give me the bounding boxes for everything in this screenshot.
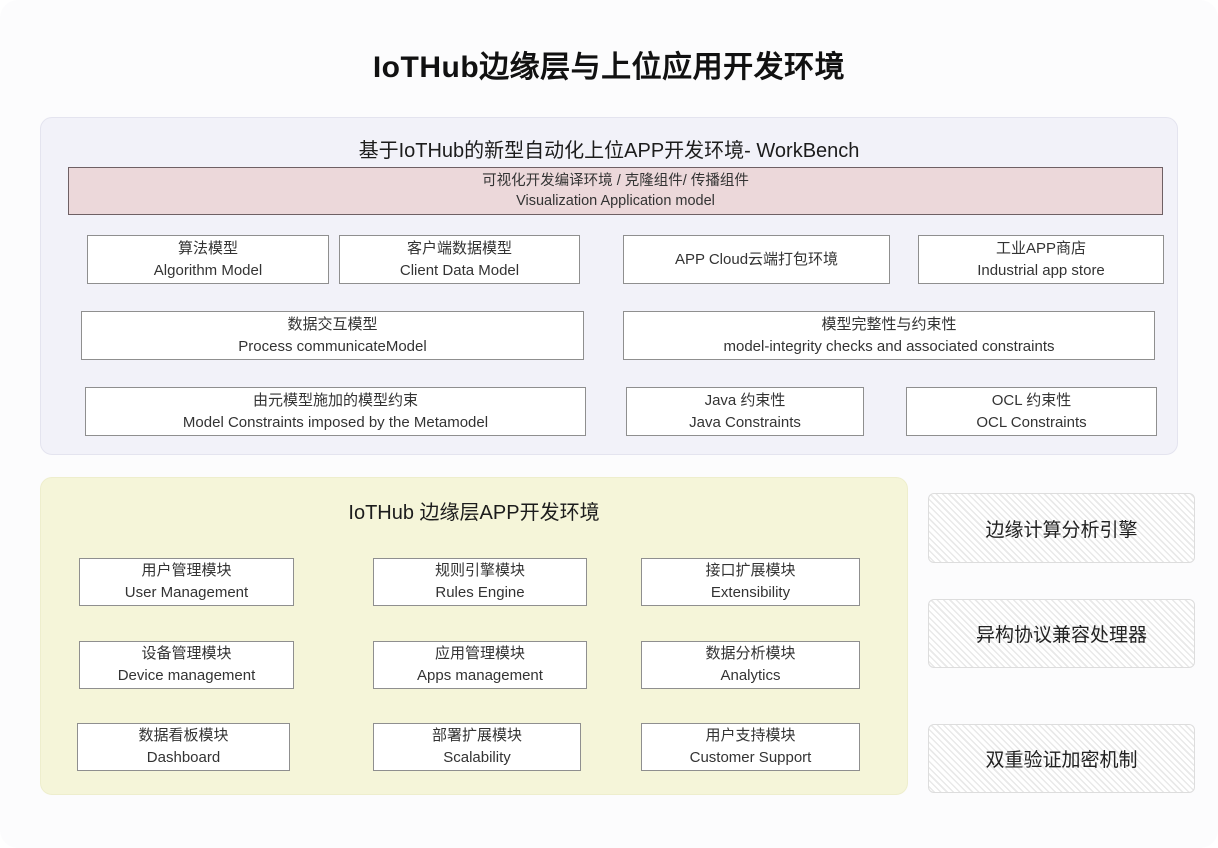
box-algorithm-model: 算法模型 Algorithm Model <box>87 235 329 284</box>
module-scalability: 部署扩展模块 Scalability <box>373 723 581 771</box>
module-rules-engine: 规则引擎模块 Rules Engine <box>373 558 587 606</box>
side-box-dual-auth-encryption: 双重验证加密机制 <box>928 724 1195 793</box>
box-label-cn: Java 约束性 <box>704 391 786 409</box>
module-extensibility: 接口扩展模块 Extensibility <box>641 558 860 606</box>
box-label-en: Algorithm Model <box>153 261 263 279</box>
box-label-cn: 算法模型 <box>177 239 238 257</box>
module-label-en: Analytics <box>720 667 781 684</box>
box-label-cn: 数据交互模型 <box>287 315 378 333</box>
banner-line-en: Visualization Application model <box>516 193 715 209</box>
module-label-cn: 用户支持模块 <box>705 727 796 744</box>
box-label-en: model-integrity checks and associated co… <box>723 337 1055 355</box>
box-label-cn: APP Cloud云端打包环境 <box>674 250 839 268</box>
box-label-en: Java Constraints <box>689 413 801 431</box>
box-label-cn: OCL 约束性 <box>991 391 1072 409</box>
module-label-cn: 数据分析模块 <box>705 645 796 662</box>
side-box-label: 边缘计算分析引擎 <box>985 519 1138 541</box>
module-label-cn: 接口扩展模块 <box>705 562 796 579</box>
box-client-data-model: 客户端数据模型 Client Data Model <box>339 235 580 284</box>
box-label-cn: 模型完整性与约束性 <box>821 315 957 333</box>
module-label-en: User Management <box>124 584 249 601</box>
module-label-cn: 规则引擎模块 <box>434 562 525 579</box>
box-metamodel-constraints: 由元模型施加的模型约束 Model Constraints imposed by… <box>85 387 586 436</box>
module-label-cn: 数据看板模块 <box>138 727 229 744</box>
module-label-en: Extensibility <box>710 584 791 601</box>
box-label-en: Industrial app store <box>977 261 1105 279</box>
box-label-en: OCL Constraints <box>976 413 1087 431</box>
module-analytics: 数据分析模块 Analytics <box>641 641 860 689</box>
box-java-constraints: Java 约束性 Java Constraints <box>626 387 864 436</box>
module-label-cn: 用户管理模块 <box>141 562 232 579</box>
module-label-cn: 应用管理模块 <box>434 645 525 662</box>
box-label-en: Client Data Model <box>399 261 520 279</box>
module-label-en: Rules Engine <box>435 584 525 601</box>
workbench-container: 基于IoTHub的新型自动化上位APP开发环境- WorkBench 可视化开发… <box>40 117 1178 455</box>
module-label-en: Customer Support <box>689 749 812 766</box>
page-title: IoTHub边缘层与上位应用开发环境 <box>372 51 846 84</box>
box-model-integrity-checks: 模型完整性与约束性 model-integrity checks and ass… <box>623 311 1155 360</box>
module-label-en: Device management <box>117 667 256 684</box>
box-label-cn: 客户端数据模型 <box>406 239 512 257</box>
box-label-en: Model Constraints imposed by the Metamod… <box>182 413 489 431</box>
module-dashboard: 数据看板模块 Dashboard <box>77 723 290 771</box>
side-box-label: 异构协议兼容处理器 <box>975 625 1147 646</box>
module-label-en: Apps management <box>417 667 543 684</box>
box-process-communicate-model: 数据交互模型 Process communicateModel <box>81 311 584 360</box>
banner-line-cn: 可视化开发编译环境 / 克隆组件/ 传播组件 <box>482 173 749 189</box>
module-user-management: 用户管理模块 User Management <box>79 558 294 606</box>
side-box-protocol-compat-processor: 异构协议兼容处理器 <box>928 599 1195 668</box>
box-ocl-constraints: OCL 约束性 OCL Constraints <box>906 387 1157 436</box>
box-label-cn: 由元模型施加的模型约束 <box>252 391 418 409</box>
edge-layer-container: IoTHub 边缘层APP开发环境 用户管理模块 User Management… <box>40 477 908 795</box>
module-label-en: Dashboard <box>146 749 221 766</box>
side-box-edge-compute-engine: 边缘计算分析引擎 <box>928 493 1195 563</box>
box-label-en: Process communicateModel <box>238 337 427 355</box>
edge-layer-title: IoTHub 边缘层APP开发环境 <box>348 502 600 524</box>
box-industrial-app-store: 工业APP商店 Industrial app store <box>918 235 1164 284</box>
module-apps-management: 应用管理模块 Apps management <box>373 641 587 689</box>
module-label-cn: 设备管理模块 <box>141 645 232 662</box>
side-box-label: 双重验证加密机制 <box>985 750 1138 771</box>
box-app-cloud-packaging: APP Cloud云端打包环境 <box>623 235 890 284</box>
workbench-title: 基于IoTHub的新型自动化上位APP开发环境- WorkBench <box>358 140 860 162</box>
visualization-banner: 可视化开发编译环境 / 克隆组件/ 传播组件 Visualization App… <box>68 167 1163 215</box>
module-device-management: 设备管理模块 Device management <box>79 641 294 689</box>
box-label-cn: 工业APP商店 <box>995 239 1086 257</box>
module-label-en: Scalability <box>443 749 511 766</box>
module-label-cn: 部署扩展模块 <box>431 727 522 744</box>
module-customer-support: 用户支持模块 Customer Support <box>641 723 860 771</box>
